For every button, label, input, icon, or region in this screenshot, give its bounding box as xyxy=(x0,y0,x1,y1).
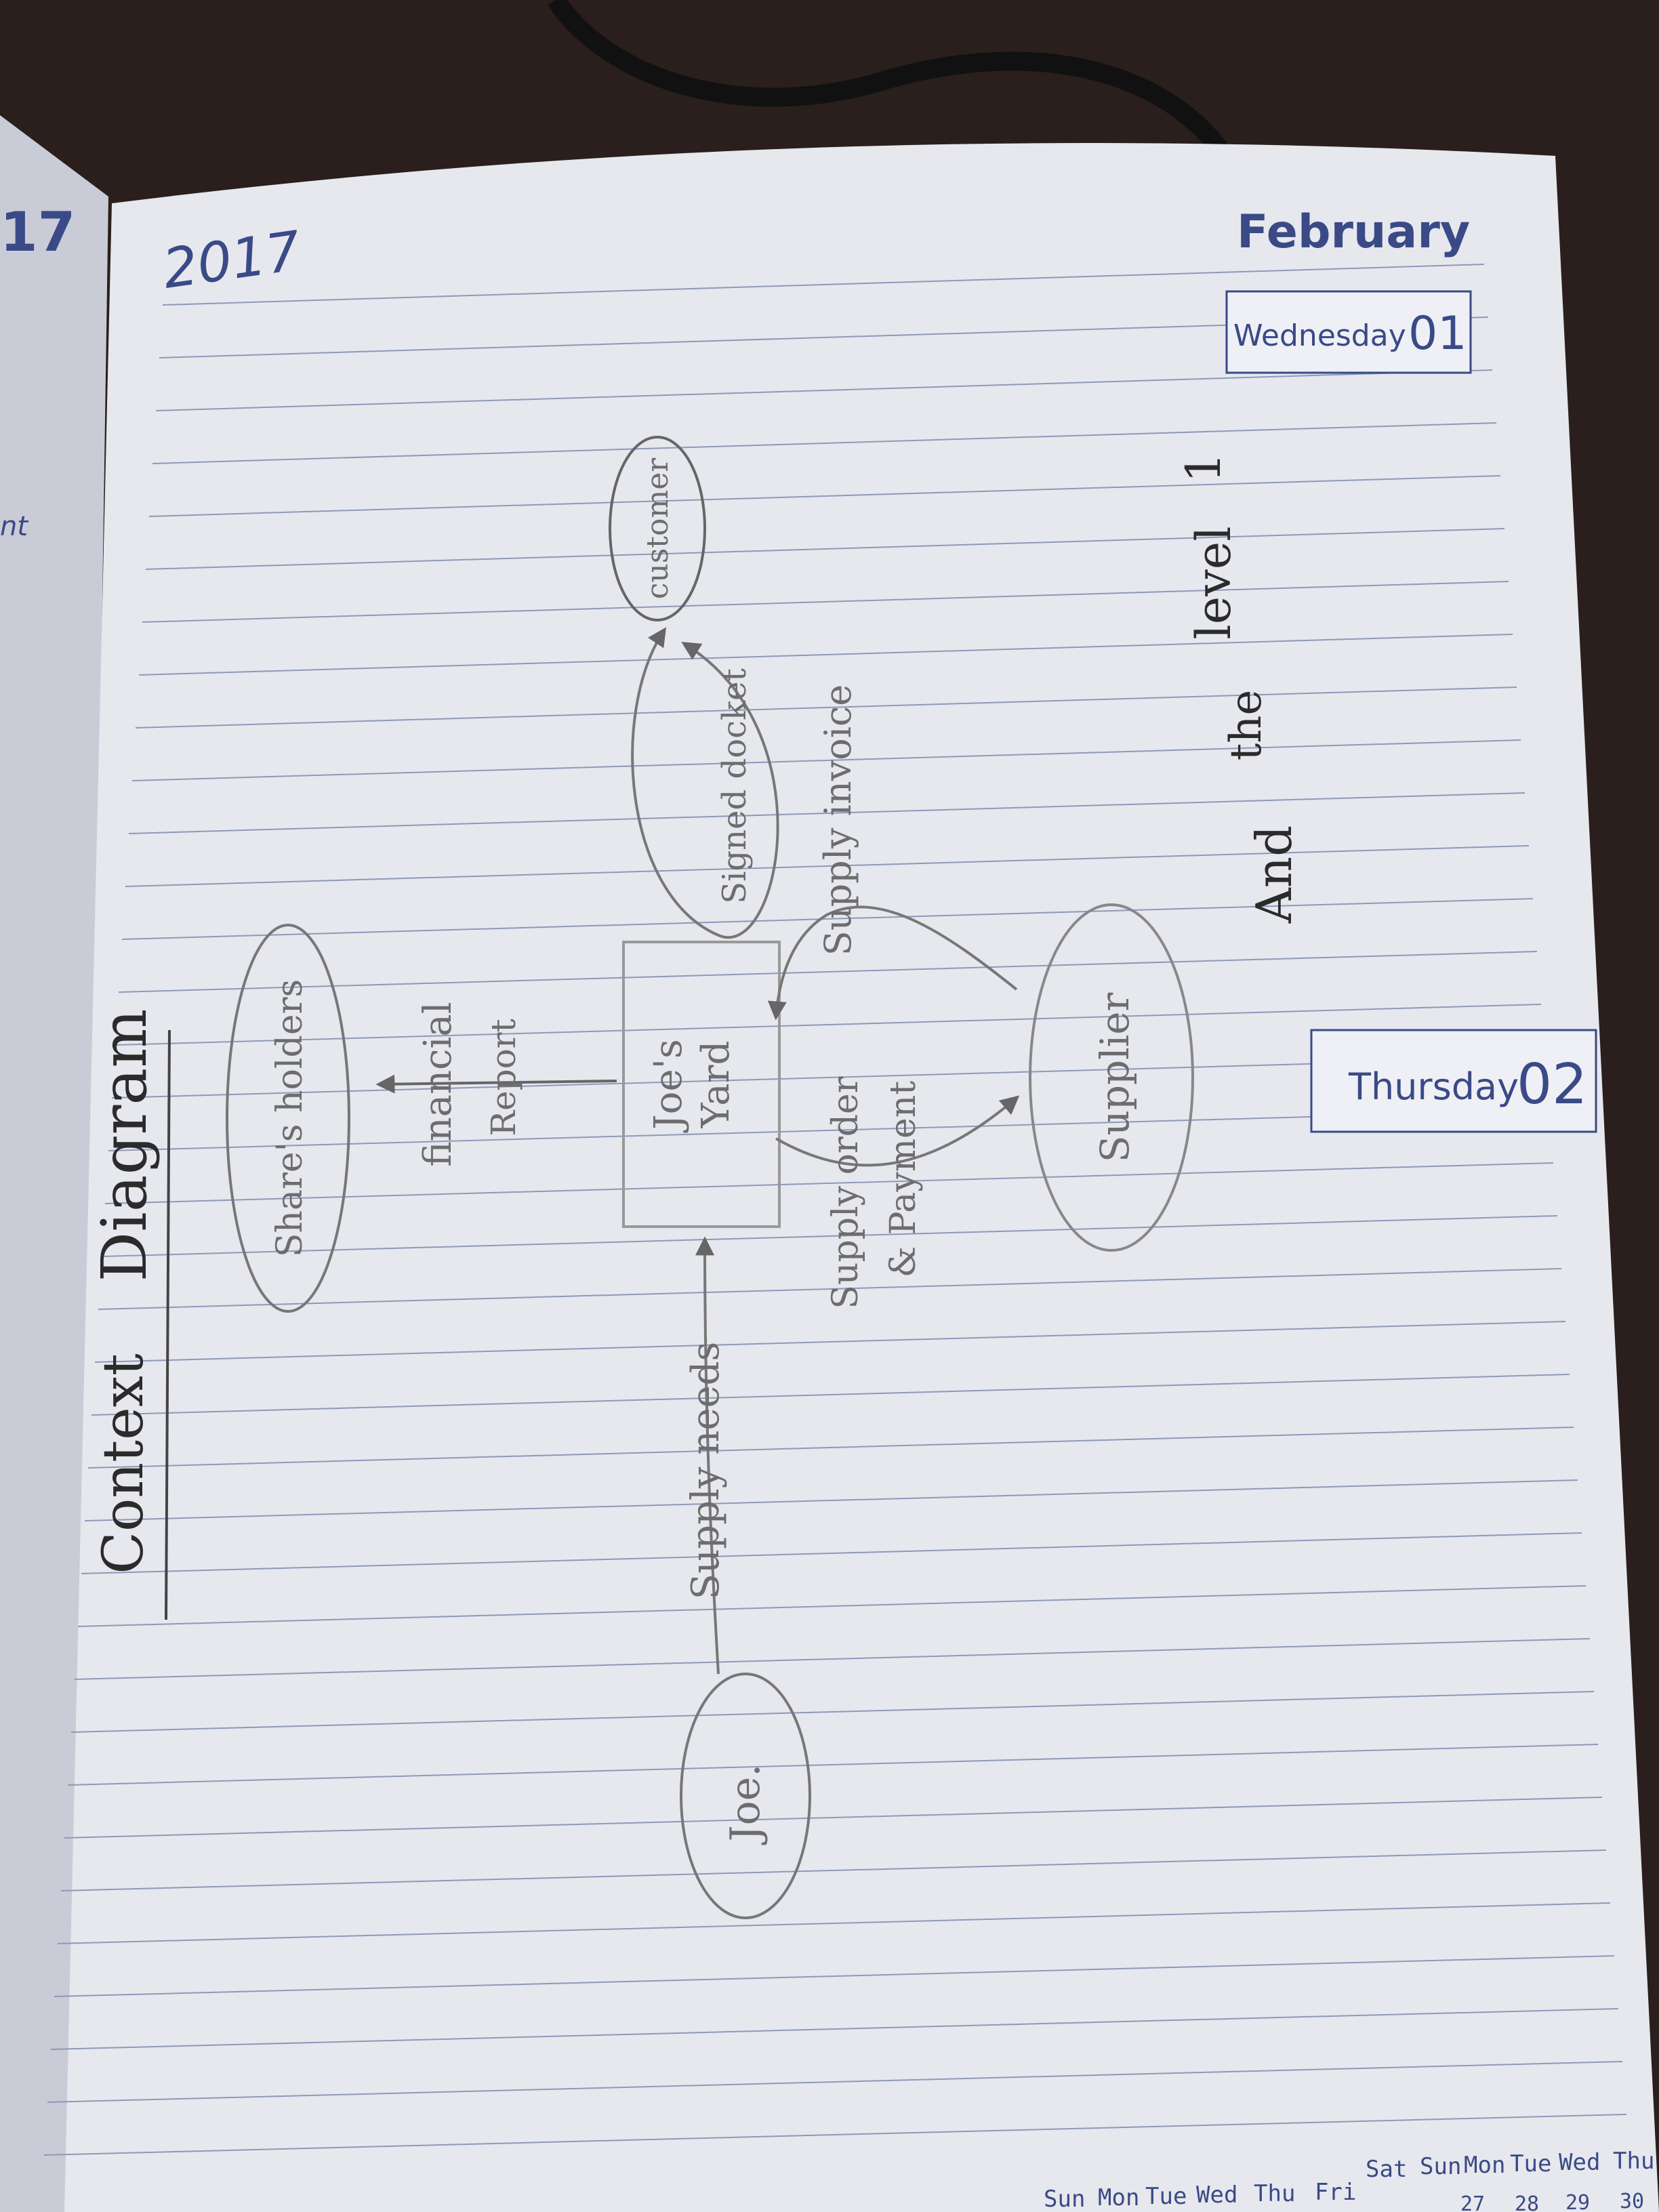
ruled-line xyxy=(54,1955,1615,1997)
ruled-line xyxy=(50,2008,1619,2050)
day-box-thursday xyxy=(1310,1029,1597,1133)
flow-label-payment: & Payment xyxy=(883,1081,924,1277)
ruled-line xyxy=(70,1691,1595,1733)
ruled-line xyxy=(47,2061,1623,2103)
process-joes-yard-box xyxy=(622,941,781,1228)
left-page-year-fragment: 17 xyxy=(0,201,75,264)
note-and: And xyxy=(1246,825,1303,924)
ruled-line xyxy=(152,422,1497,464)
note-level: level xyxy=(1186,526,1242,639)
ruled-line xyxy=(101,1215,1558,1257)
process-label-line1: Joe's xyxy=(647,1039,691,1132)
day-box-wednesday xyxy=(1225,290,1472,374)
cal-weekday: Tue xyxy=(1510,2150,1551,2177)
date-number-thursday: 02 xyxy=(1517,1052,1587,1117)
entity-customer-ellipse xyxy=(609,436,706,621)
note-the: the xyxy=(1221,690,1271,761)
weekday-label-wednesday: Wednesday xyxy=(1233,319,1406,353)
cal-date: 27 xyxy=(1460,2192,1485,2212)
entity-shareholders-label: Share's holders xyxy=(270,979,310,1257)
ruled-line xyxy=(128,792,1525,834)
flow-arrow-signed-docket xyxy=(631,627,779,939)
calendar-strip: Sat Sun Mon Tue Wed Thu Sun Mon Tue Wed … xyxy=(1044,2148,1654,2212)
cal-weekday: Thu xyxy=(1613,2148,1654,2175)
ruled-line xyxy=(43,2114,1627,2156)
cal-date: 28 xyxy=(1515,2192,1539,2212)
ruled-line xyxy=(115,1004,1542,1046)
flow-label-signed-docket: Signed docket xyxy=(716,668,754,904)
ruled-line xyxy=(64,1797,1603,1839)
flow-arrow-supply-order xyxy=(775,1095,1020,1167)
ruled-line xyxy=(104,1162,1554,1204)
ruled-line xyxy=(155,369,1493,411)
cal-weekday: Fri xyxy=(1315,2179,1356,2206)
weekday-label-thursday: Thursday xyxy=(1348,1065,1519,1108)
ruled-line xyxy=(142,581,1509,623)
cal-date: 30 xyxy=(1620,2190,1644,2212)
cal-weekday: Mon xyxy=(1098,2184,1139,2211)
ruled-line xyxy=(145,528,1505,570)
entity-customer-label: customer xyxy=(640,457,675,599)
flow-label-supply-invoice: Supply invoice xyxy=(817,684,859,956)
ruled-line xyxy=(57,1902,1611,1944)
month-heading: February xyxy=(1237,205,1470,259)
ruled-line xyxy=(91,1374,1570,1416)
ruled-line xyxy=(118,951,1538,993)
ruled-line xyxy=(111,1057,1546,1099)
diary-page xyxy=(64,143,1659,2212)
entity-joe-ellipse xyxy=(680,1673,811,1919)
ruled-line xyxy=(162,264,1485,306)
cal-weekday: Wed xyxy=(1559,2149,1600,2176)
date-number-wednesday: 01 xyxy=(1408,307,1467,361)
flow-label-supply-needs: Supply needs xyxy=(684,1342,728,1599)
flow-label-report: Report xyxy=(484,1019,523,1136)
left-page-word-fragment: nt xyxy=(0,511,28,542)
cal-weekday: Sun xyxy=(1420,2153,1461,2180)
ruled-line xyxy=(81,1532,1582,1574)
diagram-title: Context Diagram xyxy=(88,1009,171,1620)
cal-weekday: Tue xyxy=(1145,2183,1187,2210)
ruled-line xyxy=(94,1321,1566,1363)
ruled-line xyxy=(125,845,1530,887)
cal-weekday: Mon xyxy=(1464,2152,1505,2179)
ruled-line xyxy=(135,687,1517,729)
ruled-line xyxy=(98,1268,1562,1310)
flow-arrow-supply-needs xyxy=(695,1236,720,1675)
ruled-lines xyxy=(43,264,1627,2156)
ruled-line xyxy=(148,475,1501,517)
title-word-context: Context xyxy=(91,1353,156,1574)
ruled-line xyxy=(77,1585,1586,1627)
ruled-line xyxy=(67,1744,1599,1786)
title-underline xyxy=(165,1029,171,1620)
ruled-line xyxy=(74,1638,1591,1680)
cal-weekday: Wed xyxy=(1196,2182,1237,2209)
cal-date: 29 xyxy=(1565,2191,1590,2212)
flow-arrow-financial-report xyxy=(375,1074,617,1094)
ruled-line xyxy=(138,634,1513,676)
ruled-line xyxy=(60,1849,1607,1891)
flow-label-financial: financial xyxy=(416,1002,460,1166)
entity-supplier-label: Supplier xyxy=(1092,992,1138,1162)
ruled-line xyxy=(84,1479,1578,1521)
cable xyxy=(548,0,1228,155)
entity-shareholders-ellipse xyxy=(226,924,350,1313)
ink-note: And the level 1 xyxy=(1176,453,1303,924)
process-label-line2: Yard xyxy=(694,1041,738,1129)
cal-weekday: Sun xyxy=(1044,2186,1085,2212)
entity-joe-label: Joe. xyxy=(722,1764,769,1846)
cal-weekday: Sat xyxy=(1366,2156,1407,2183)
flow-label-supply-order: Supply order xyxy=(825,1076,866,1309)
note-number: 1 xyxy=(1176,453,1231,483)
ruled-line xyxy=(131,739,1521,781)
title-word-diagram: Diagram xyxy=(88,1009,161,1282)
cal-weekday: Thu xyxy=(1254,2180,1295,2207)
flow-arrow-supply-invoice xyxy=(767,905,1018,1021)
ruled-line xyxy=(121,898,1534,940)
entity-supplier-ellipse xyxy=(1029,903,1194,1252)
ruled-line xyxy=(87,1427,1574,1469)
